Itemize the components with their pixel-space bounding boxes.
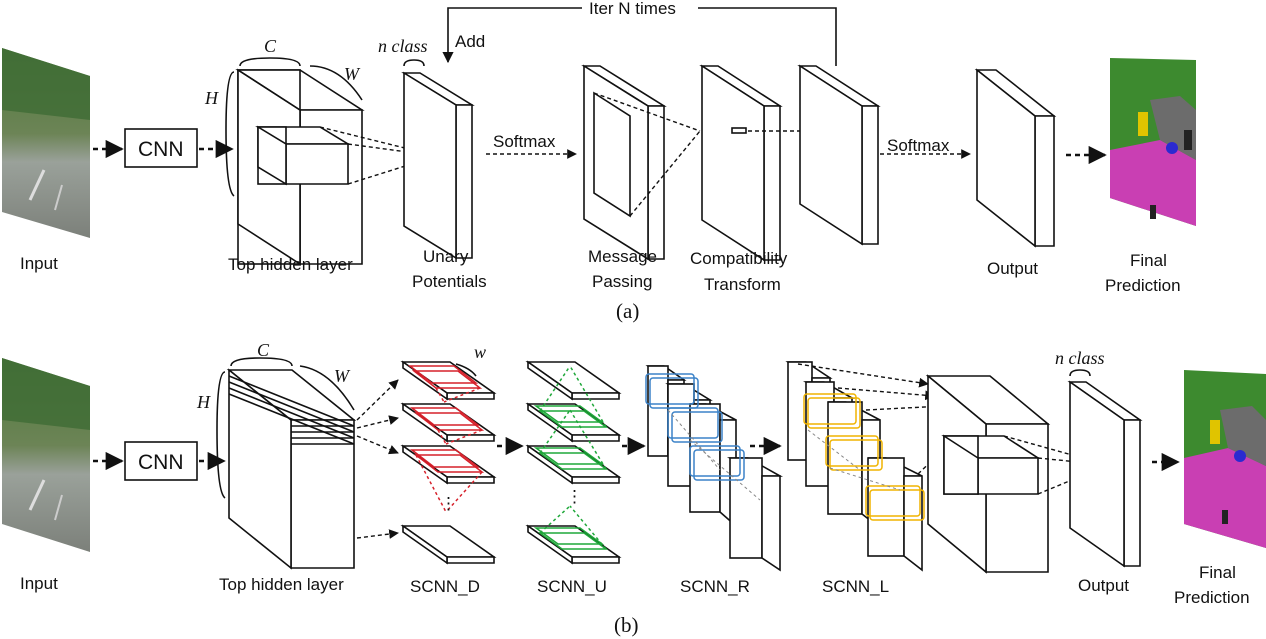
- nclass-label-b: n class: [1055, 348, 1105, 368]
- top-hidden-label-a: Top hidden layer: [228, 255, 353, 274]
- input-image-a: [2, 48, 90, 238]
- combined-feature-cube: [925, 374, 1109, 574]
- arrow-to-slice-n: [356, 529, 399, 539]
- arrow-l-to-cube-2: [837, 387, 935, 401]
- scnn-u-label: SCNN_U: [537, 577, 607, 596]
- compat-label-1: Compatibility: [690, 249, 788, 268]
- arrow-l-to-cube-1: [797, 363, 929, 388]
- compatibility-transform-slab: [699, 64, 842, 262]
- cnn-label-a: CNN: [138, 138, 184, 161]
- panel-a: Input CNN C H W Top hidden layer: [2, 0, 1196, 323]
- message-passing-slab: [581, 64, 701, 261]
- brace-nclass-a: [403, 59, 425, 67]
- message-label-1: Message: [588, 247, 657, 266]
- top-hidden-layer-cube-a: [235, 68, 438, 266]
- nclass-label-a: n class: [378, 36, 428, 56]
- scnn-l-label: SCNN_L: [822, 577, 889, 596]
- brace-h-b: [216, 371, 226, 499]
- softmax-label-1: Softmax: [493, 132, 556, 151]
- final-prediction-image-b: [1184, 370, 1266, 548]
- unary-label-2: Potentials: [412, 272, 487, 291]
- dim-c-a: C: [264, 36, 277, 56]
- scnn-u-ellipsis: ⋮: [566, 487, 583, 506]
- input-image-b: [2, 358, 90, 552]
- input-label-a: Input: [20, 254, 58, 273]
- panel-b: Input CNN C H W Top hidden layer: [2, 340, 1266, 637]
- iter-label: Iter N times: [589, 0, 676, 18]
- brace-w-small: [455, 363, 477, 377]
- final-prediction-image-a: [1110, 58, 1196, 226]
- arrow-to-slice-3: [356, 435, 399, 455]
- input-label-b: Input: [20, 574, 58, 593]
- message-label-2: Passing: [592, 272, 652, 291]
- top-hidden-layer-cube-b: [226, 368, 357, 570]
- final-label-a-1: Final: [1130, 251, 1167, 270]
- unary-potentials-slab: [401, 71, 475, 260]
- iteration-output-slab: [797, 64, 881, 246]
- dim-w-a: W: [344, 64, 361, 84]
- brace-c-a: [239, 57, 301, 67]
- iter-label-bg: [582, 0, 698, 18]
- dim-w-small: w: [474, 342, 486, 362]
- cnn-box-b: [124, 441, 198, 481]
- unary-label-1: Unary: [423, 247, 469, 266]
- softmax-label-2: Softmax: [887, 136, 950, 155]
- brace-h-a: [225, 71, 235, 197]
- scnn-l-stack: [785, 361, 925, 572]
- scnn-d-stack: ⋮: [400, 360, 497, 565]
- top-hidden-label-b: Top hidden layer: [219, 575, 344, 594]
- compat-label-2: Transform: [704, 275, 781, 294]
- final-label-a-2: Prediction: [1105, 276, 1181, 295]
- brace-w-a: [309, 65, 363, 101]
- output-label-a: Output: [987, 259, 1038, 278]
- dim-h-a: H: [204, 88, 219, 108]
- brace-c-b: [230, 357, 293, 367]
- caption-a: (a): [616, 299, 639, 323]
- scnn-d-label: SCNN_D: [410, 577, 480, 596]
- add-label: Add: [455, 32, 485, 51]
- dim-h-b: H: [196, 392, 211, 412]
- caption-b: (b): [614, 613, 639, 637]
- dim-c-b: C: [257, 340, 270, 360]
- scnn-r-stack: [645, 365, 784, 572]
- output-slab-a: [974, 68, 1057, 248]
- brace-nclass-b: [1069, 369, 1091, 377]
- final-label-b-2: Prediction: [1174, 588, 1250, 607]
- cnn-box-a: [124, 128, 198, 168]
- output-slab-b: [1067, 380, 1143, 568]
- scnn-d-ellipsis: ⋮: [440, 494, 457, 513]
- arrow-to-slice-2: [356, 415, 399, 429]
- arrow-to-slice-1: [356, 379, 399, 421]
- cnn-label-b: CNN: [138, 451, 184, 474]
- dim-w-b: W: [334, 366, 351, 386]
- final-label-b-1: Final: [1199, 563, 1236, 582]
- scnn-u-stack: ⋮: [525, 360, 622, 565]
- output-label-b: Output: [1078, 576, 1129, 595]
- brace-w-b: [299, 365, 355, 411]
- scnn-r-label: SCNN_R: [680, 577, 750, 596]
